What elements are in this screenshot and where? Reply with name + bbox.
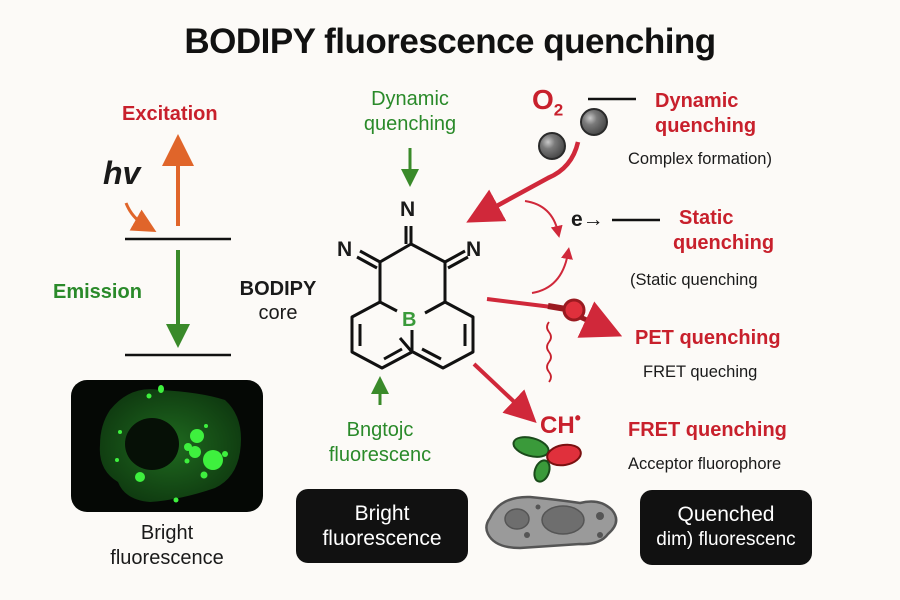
- bright-box-line1: Bright: [354, 502, 410, 525]
- cell-image-caption: Bright fluorescence: [70, 521, 264, 571]
- oxygen-to-core-arrow: [466, 141, 581, 223]
- core-top-label-line2: quenching: [363, 113, 457, 135]
- cell-image-caption-line1: Bright: [140, 522, 194, 544]
- radical-symbol: CH•: [540, 408, 581, 440]
- core-bottom-label-line2: fluorescenc: [328, 444, 432, 466]
- pet-line: [486, 297, 561, 310]
- diagram-title: BODIPY fluorescence quenching: [184, 22, 716, 61]
- mechanism-pet-description: FRET queching: [643, 363, 758, 381]
- atom-n-top: N: [400, 198, 416, 221]
- bodipy-core-structure: [350, 226, 475, 370]
- radical-dot: •: [574, 408, 581, 428]
- oxygen-atom-2: [580, 108, 608, 136]
- mechanism-fret-description: Acceptor fluorophore: [628, 455, 782, 473]
- mechanism-dynamic-title-line2: quenching: [655, 115, 757, 137]
- radical-symbol-text: CH: [540, 412, 575, 439]
- electron-symbol: e→: [571, 208, 604, 231]
- quenched-box-line2: dim) fluorescenc: [656, 529, 796, 550]
- photon-label: hv: [103, 155, 141, 191]
- pet-electron-ball: [562, 298, 586, 322]
- cell-image-caption-line2: fluorescence: [110, 547, 224, 569]
- core-top-label-line1: Dynamic: [371, 88, 449, 110]
- mechanism-static-description: (Static quenching: [630, 271, 758, 289]
- bright-fluorescence-box: Bright fluorescence: [296, 489, 468, 563]
- pet-arrow: [576, 301, 623, 338]
- core-bottom-label: Bngtojc fluorescenc: [310, 418, 450, 468]
- oxygen-atom-1: [538, 132, 566, 160]
- bodipy-core-label: BODIPY core: [238, 277, 318, 325]
- mechanism-static-title-line1: Static: [679, 207, 734, 229]
- mechanism-static-title: Static quenching: [673, 206, 774, 256]
- photon-arrow: [124, 202, 157, 232]
- mechanism-dynamic-title: Dynamic quenching: [655, 89, 756, 139]
- atom-n-left: N: [337, 238, 353, 261]
- core-bottom-label-line1: Bngtojc: [346, 419, 414, 441]
- oxygen-symbol-text: O: [532, 84, 554, 115]
- bodipy-core-label-line1: BODIPY: [239, 278, 317, 300]
- quenched-fluorescence-box: Quenched dim) fluorescenc: [640, 490, 812, 565]
- atom-boron: B: [402, 309, 417, 331]
- emission-label: Emission: [53, 281, 142, 303]
- bright-box-line2: fluorescence: [322, 527, 442, 550]
- mechanism-dynamic-title-line1: Dynamic: [655, 90, 739, 112]
- oxygen-symbol: O2: [532, 84, 563, 121]
- core-top-label: Dynamic quenching: [340, 87, 480, 137]
- atom-n-right: N: [466, 238, 482, 261]
- wavy-emission-line: [546, 321, 552, 383]
- mechanism-static-title-line2: quenching: [673, 232, 775, 254]
- acceptor-fluorophore-icon: [512, 436, 582, 483]
- electron-out-arrow: [531, 247, 573, 294]
- bright-cell-microscope-image: [71, 380, 263, 512]
- fret-arrow: [472, 362, 537, 423]
- mechanism-pet-title: PET quenching: [635, 327, 781, 349]
- electron-in-arrow: [524, 200, 563, 238]
- quenched-box-line1: Quenched: [677, 503, 775, 526]
- oxygen-subscript: 2: [553, 100, 564, 120]
- excitation-label: Excitation: [122, 103, 218, 125]
- bodipy-core-label-line2: core: [258, 302, 298, 324]
- mechanism-fret-title: FRET quenching: [628, 419, 787, 441]
- mechanism-dynamic-description: Complex formation): [628, 150, 772, 168]
- quenched-cell-image: [485, 495, 618, 550]
